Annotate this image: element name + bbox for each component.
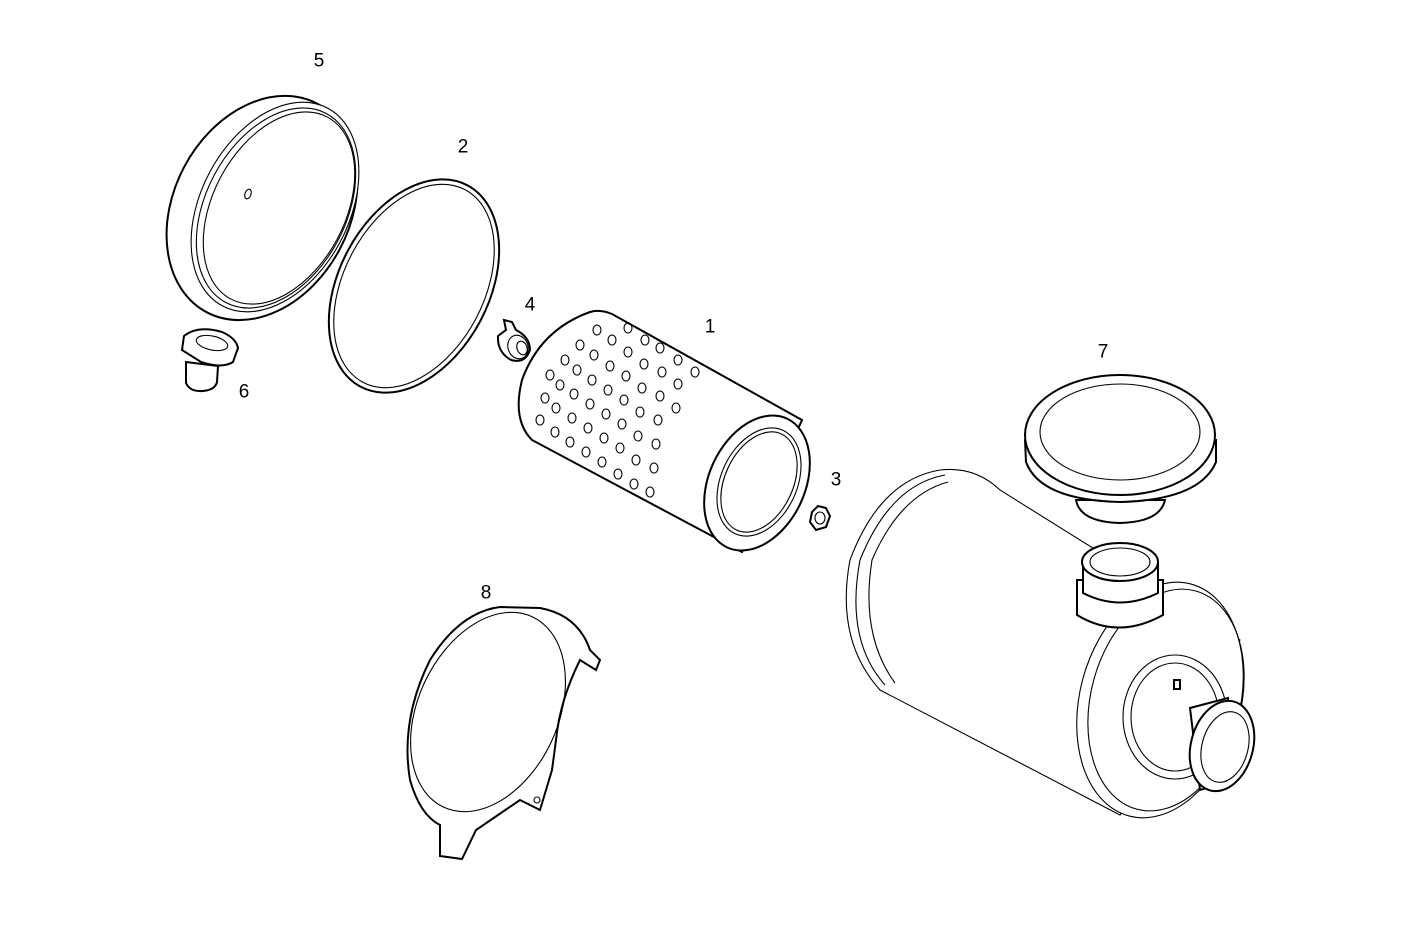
part-4-wing-nut[interactable] — [496, 318, 532, 362]
callout-6: 6 — [238, 381, 250, 403]
part-7-pre-cleaner-cap[interactable] — [1023, 374, 1217, 525]
callout-1: 1 — [704, 316, 716, 338]
callout-4: 4 — [524, 294, 536, 316]
part-3-hex-nut[interactable] — [808, 504, 832, 532]
part-6-dust-valve[interactable] — [180, 328, 240, 393]
callout-5: 5 — [313, 50, 325, 72]
part-2-sealing-ring[interactable] — [294, 150, 533, 422]
callout-8: 8 — [480, 582, 492, 604]
part-8-mounting-bracket[interactable] — [380, 587, 602, 861]
perforation-holes — [535, 322, 700, 498]
part-5-end-cover[interactable] — [129, 62, 395, 353]
callout-7: 7 — [1097, 341, 1109, 363]
part-1-filter-cartridge[interactable] — [517, 309, 831, 568]
callout-3: 3 — [830, 469, 842, 491]
callout-2: 2 — [457, 136, 469, 158]
air-filter-housing[interactable] — [845, 468, 1268, 836]
